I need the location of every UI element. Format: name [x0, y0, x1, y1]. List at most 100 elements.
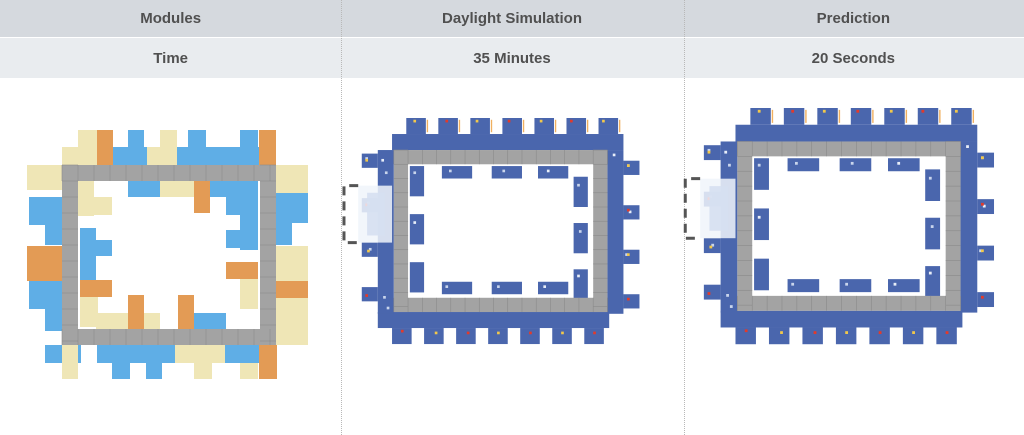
daylight-room [520, 328, 540, 345]
corridor-segment [737, 141, 961, 157]
daylight-speckle [577, 183, 580, 187]
daylight-room [802, 327, 823, 345]
daylight-room [902, 327, 924, 345]
module-block [240, 279, 258, 309]
daylight-hotspot [602, 119, 605, 123]
daylight-room [750, 108, 771, 125]
daylight-room [361, 287, 378, 302]
corridor-segment [593, 150, 608, 313]
module-block [45, 309, 63, 331]
daylight-hotspot [912, 331, 915, 334]
corridor-segment [737, 295, 961, 311]
corridor-segment [62, 165, 78, 345]
daylight-hotspot [593, 331, 596, 335]
daylight-room [392, 134, 624, 151]
module-block [128, 178, 160, 197]
daylight-speckle [979, 249, 982, 253]
daylight-room [456, 328, 476, 345]
simulation-time: 35 Minutes [473, 49, 551, 67]
module-block [62, 147, 98, 165]
corridor-segment [945, 141, 961, 311]
legend-bar [522, 119, 525, 133]
prediction-time: 20 Seconds [811, 49, 895, 67]
corridor-segment [393, 150, 608, 165]
daylight-hotspot [627, 253, 630, 256]
module-block [128, 295, 144, 331]
daylight-hotspot [367, 249, 370, 253]
daylight-room [491, 166, 522, 179]
daylight-room [977, 292, 995, 308]
module-block [276, 281, 308, 298]
daylight-room [850, 108, 872, 125]
module-block [177, 147, 225, 165]
column-header-daylight-simulation: Daylight Simulation [441, 10, 582, 27]
module-block [29, 197, 63, 225]
daylight-room [623, 249, 640, 264]
module-block [27, 165, 45, 190]
legend-bar [586, 119, 589, 133]
daylight-hotspot [413, 119, 417, 123]
daylight-hotspot [921, 109, 925, 113]
daylight-speckle [368, 247, 372, 251]
daylight-room [960, 141, 978, 313]
daylight-speckle [625, 253, 628, 256]
daylight-room [377, 312, 610, 329]
daylight-room [441, 166, 473, 179]
daylight-room [538, 166, 569, 179]
daylight-hotspot [954, 109, 958, 113]
module-block [78, 130, 98, 147]
time-label: Time [153, 49, 189, 67]
daylight-hotspot [791, 109, 795, 113]
daylight-speckle [729, 305, 733, 308]
daylight-speckle [726, 294, 729, 297]
daylight-speckle [628, 210, 632, 214]
column-header-prediction: Prediction [816, 10, 890, 27]
daylight-hotspot [780, 331, 783, 334]
module-block [259, 345, 277, 379]
daylight-speckle [445, 285, 449, 288]
daylight-room [951, 108, 972, 125]
daylight-speckle [543, 285, 547, 288]
daylight-speckle [757, 215, 761, 219]
module-block [240, 210, 258, 250]
daylight-room [406, 118, 426, 135]
module-block [29, 281, 63, 309]
module-block [97, 345, 129, 363]
corridor-segment [62, 165, 276, 181]
daylight-hotspot [434, 331, 438, 335]
daylight-hotspot [813, 331, 817, 334]
module-block [188, 130, 206, 147]
daylight-room [361, 153, 378, 168]
daylight-room [768, 327, 790, 345]
corridor [61, 164, 276, 345]
legend-bar [490, 119, 493, 133]
daylight-speckle [982, 204, 986, 208]
legend-bar [805, 109, 807, 123]
daylight-speckle [795, 161, 798, 165]
daylight-hotspot [445, 119, 449, 123]
module-block [27, 246, 62, 281]
daylight-hotspot [845, 331, 849, 334]
daylight-speckle [893, 282, 897, 286]
module-block [276, 165, 308, 193]
module-block [175, 345, 207, 363]
daylight-hotspot [889, 109, 893, 113]
window-glow [709, 186, 729, 231]
daylight-room [888, 158, 920, 172]
header-row: Modules Daylight Simulation Prediction [0, 0, 1024, 37]
daylight-simulation-panel [342, 118, 640, 345]
legend-bar [905, 109, 908, 123]
daylight-room [720, 310, 963, 328]
corridor [393, 149, 608, 313]
daylight-hotspot [507, 119, 511, 123]
daylight-room [409, 214, 425, 245]
legend-bar [872, 109, 874, 123]
daylight-speckle [728, 163, 731, 167]
module-block [147, 147, 177, 165]
daylight-speckle [384, 171, 388, 175]
daylight-hotspot [529, 331, 532, 335]
daylight-room [409, 262, 425, 293]
module-block [240, 130, 258, 147]
daylight-room [566, 118, 587, 135]
